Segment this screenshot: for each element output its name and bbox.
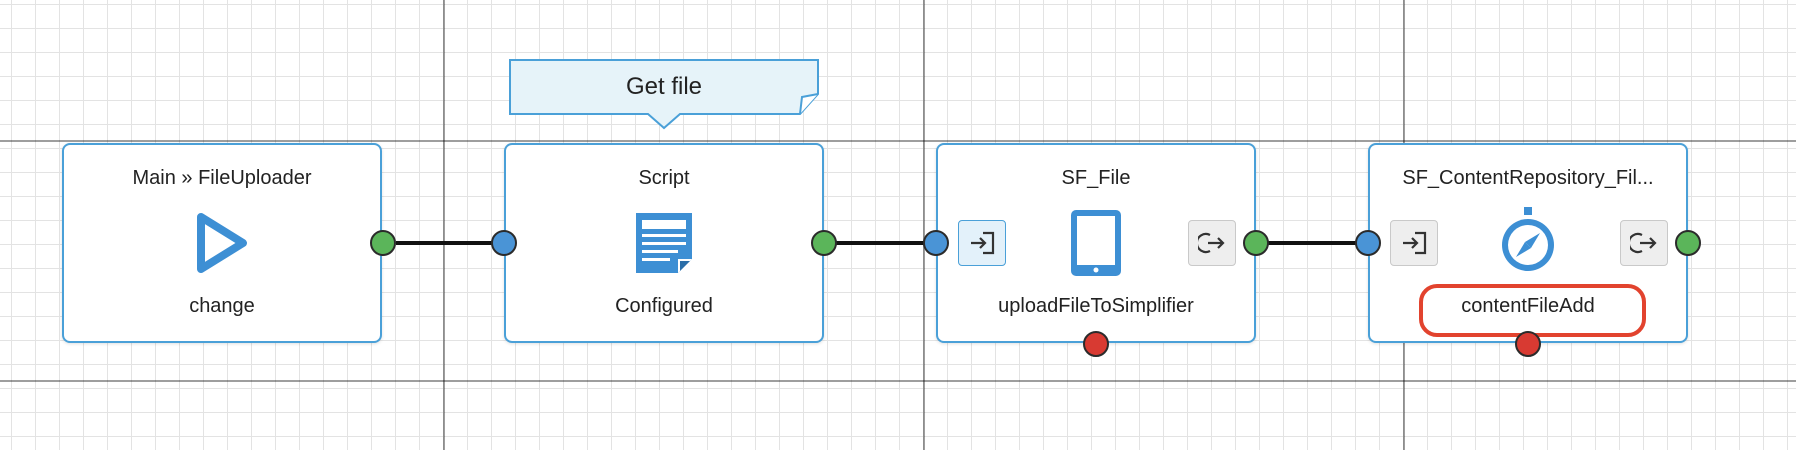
- callout-shape: [509, 59, 819, 130]
- compass-stopwatch-icon: [1498, 207, 1558, 280]
- callout-text: Get file: [625, 72, 703, 100]
- node-title: Main » FileUploader: [132, 167, 312, 189]
- input-port[interactable]: [491, 230, 517, 256]
- output-port[interactable]: [811, 230, 837, 256]
- input-parameters-button[interactable]: [958, 220, 1006, 266]
- connection-wire[interactable]: [828, 241, 934, 245]
- output-port[interactable]: [1243, 230, 1269, 256]
- input-port[interactable]: [923, 230, 949, 256]
- node-subtitle: Configured: [615, 295, 713, 317]
- node-subtitle: contentFileAdd: [1461, 295, 1595, 317]
- node-title: SF_ContentRepository_Fil...: [1402, 167, 1654, 189]
- login-icon: [1403, 231, 1427, 255]
- connection-wire[interactable]: [1260, 241, 1366, 245]
- logout-icon: [1630, 232, 1657, 254]
- error-port[interactable]: [1083, 331, 1109, 357]
- input-port[interactable]: [1355, 230, 1381, 256]
- node-title: Script: [638, 167, 690, 189]
- input-parameters-button[interactable]: [1390, 220, 1438, 266]
- flow-node-sf-file[interactable]: SF_File uploadFileToSimplifier: [936, 143, 1256, 343]
- node-subtitle: change: [189, 295, 255, 317]
- node-subtitle: uploadFileToSimplifier: [998, 295, 1194, 317]
- flow-node-script[interactable]: Script Configured: [504, 143, 824, 343]
- script-document-icon: [634, 211, 694, 280]
- error-port[interactable]: [1515, 331, 1541, 357]
- output-port[interactable]: [370, 230, 396, 256]
- output-port[interactable]: [1675, 230, 1701, 256]
- logout-icon: [1198, 232, 1225, 254]
- output-parameters-button[interactable]: [1188, 220, 1236, 266]
- connection-wire[interactable]: [396, 241, 506, 245]
- flow-node-event[interactable]: Main » FileUploader change: [62, 143, 382, 343]
- login-icon: [971, 231, 995, 255]
- node-title: SF_File: [1061, 167, 1131, 189]
- output-parameters-button[interactable]: [1620, 220, 1668, 266]
- play-icon: [195, 211, 249, 280]
- highlight-annotation: [1419, 284, 1646, 337]
- tablet-icon: [1070, 209, 1122, 282]
